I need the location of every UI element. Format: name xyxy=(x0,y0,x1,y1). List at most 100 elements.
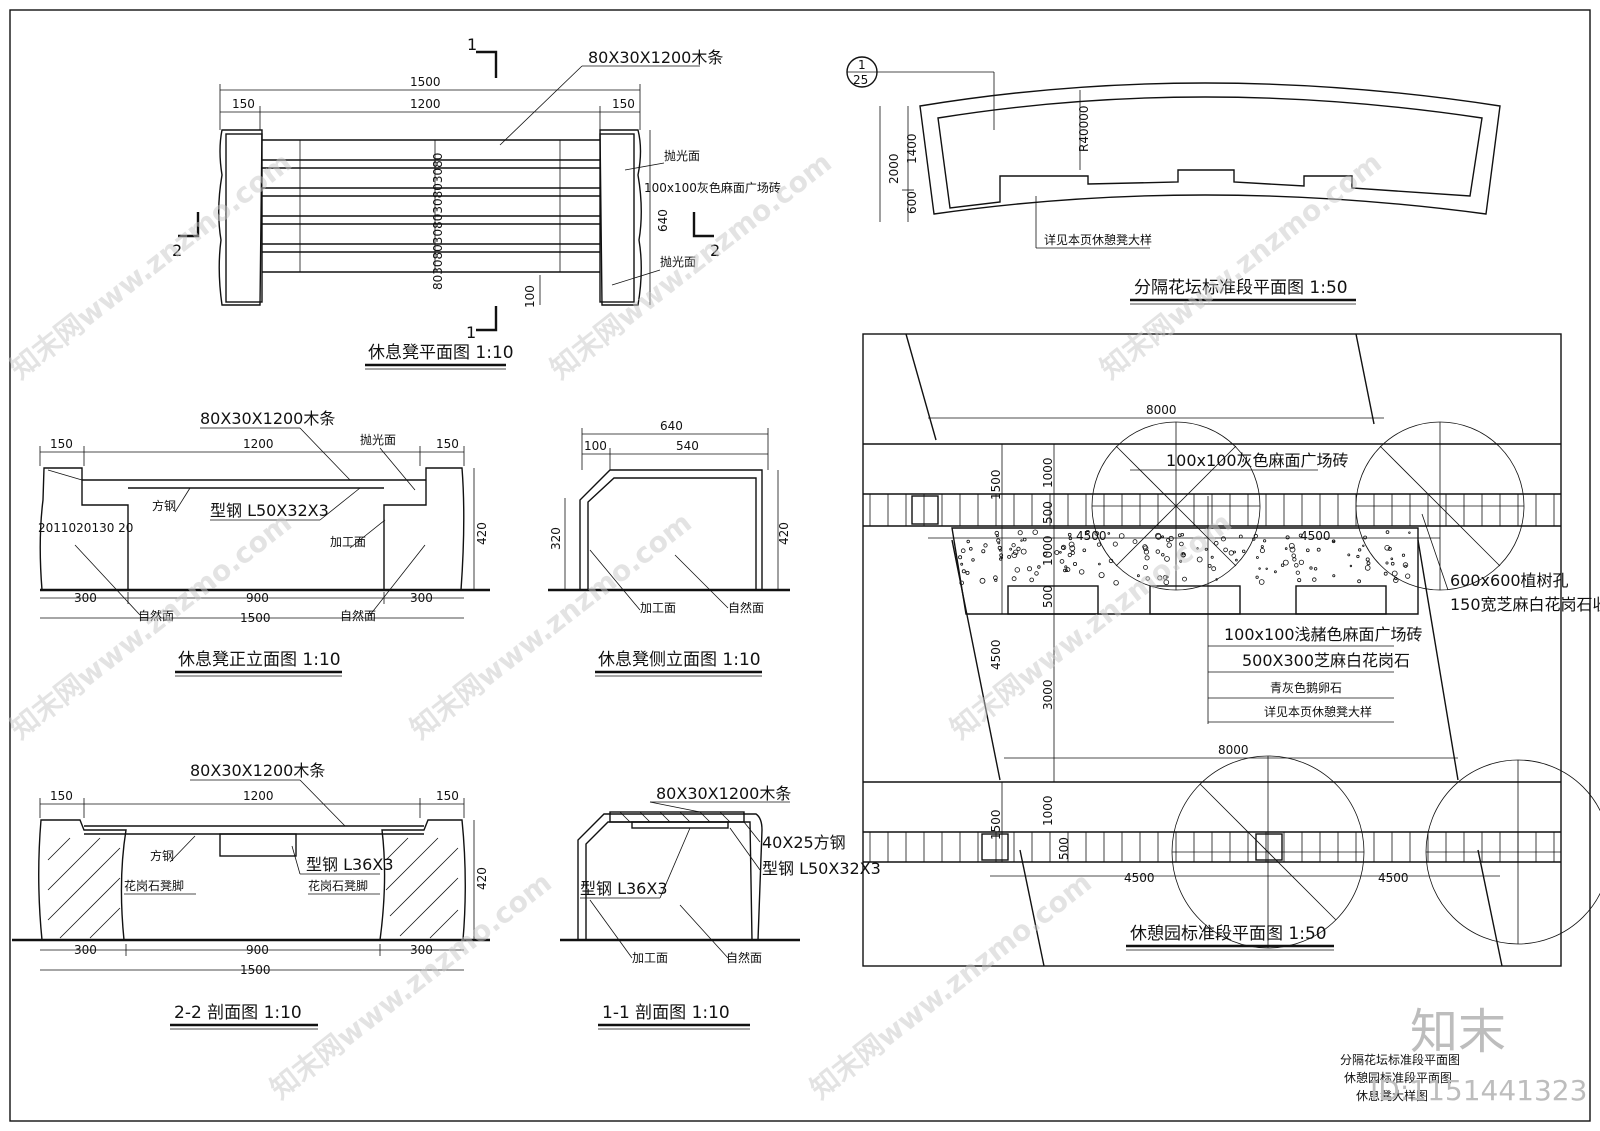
pebble xyxy=(1238,534,1243,539)
garden-dim-4500a: 4500 xyxy=(1076,529,1107,543)
pebble xyxy=(1177,533,1182,538)
pebble xyxy=(1356,554,1360,559)
garden-tree-pit: 600x600植树孔 xyxy=(1450,571,1569,590)
pebble xyxy=(1070,550,1075,556)
garden-dim-4500b: 4500 xyxy=(1300,529,1331,543)
pebble xyxy=(994,578,998,582)
garden-dim-4500v: 4500 xyxy=(989,639,1003,670)
pebble xyxy=(1284,547,1288,550)
s22-dim-1200: 1200 xyxy=(243,789,274,803)
s22-dim-1500: 1500 xyxy=(240,963,271,977)
s22-title: 2-2 剖面图 1:10 xyxy=(174,1003,302,1023)
s22-dim-300b: 300 xyxy=(410,943,433,957)
pebble xyxy=(1065,567,1071,572)
pebble xyxy=(1161,553,1165,557)
pebble xyxy=(1204,547,1208,551)
bench-plan-dim-mid: 1200 xyxy=(410,97,441,111)
front-angle-steel: 型钢 L50X32X3 xyxy=(210,501,329,520)
side-processed: 加工面 xyxy=(640,601,676,615)
garden-title: 休憩园标准段平面图 1:50 xyxy=(1130,924,1327,944)
watermark-text: 知末网www.znzmo.com xyxy=(804,866,1098,1106)
pebble xyxy=(1196,547,1199,550)
pebble xyxy=(1064,565,1068,569)
watermark-text: 知末网www.znzmo.com xyxy=(264,866,558,1106)
pebble xyxy=(1011,576,1017,582)
pebble xyxy=(960,562,964,566)
side-dim-100: 100 xyxy=(584,439,607,453)
section-1-1: 80X30X1200木条 40X25方钢 型钢 L50X32X3 型钢 L36X… xyxy=(560,784,881,1030)
pebble xyxy=(1165,575,1169,579)
bench-front-elevation: 150 1200 150 300 900 300 1500 420 201102… xyxy=(38,409,490,677)
front-slat-label: 80X30X1200木条 xyxy=(200,409,335,428)
s22-leg-right: 花岗石凳脚 xyxy=(308,878,368,893)
pebble xyxy=(1332,574,1336,578)
s22-square-steel: 方钢 xyxy=(150,848,174,863)
pebble xyxy=(971,558,975,562)
pebble xyxy=(1164,556,1170,562)
bench-plan-dim-total: 1500 xyxy=(410,75,441,89)
pebble xyxy=(1223,547,1228,553)
bench-plan-section-1-top: 1 xyxy=(467,35,477,54)
pebble xyxy=(1349,564,1353,568)
pebble xyxy=(1390,561,1395,566)
pebble xyxy=(1098,562,1101,566)
planter-title: 分隔花坛标准段平面图 1:50 xyxy=(1134,278,1348,298)
pebble xyxy=(1196,556,1203,563)
pebble xyxy=(1142,545,1149,551)
pebble xyxy=(1408,531,1411,534)
pebble xyxy=(1228,550,1234,556)
front-dim-1500: 1500 xyxy=(240,611,271,625)
garden-dim-3000: 3000 xyxy=(1041,679,1055,710)
s11-natural: 自然面 xyxy=(726,950,762,965)
garden-edge-ticks xyxy=(869,494,1555,862)
bench-plan-drawing: 1500 150 1200 150 1 1 2 2 80308030803080… xyxy=(172,35,781,370)
pebble xyxy=(1022,537,1027,542)
pebble xyxy=(1061,545,1065,550)
garden-dim-1000c: 1000 xyxy=(1041,795,1055,826)
planter-ref-bottom: 25 xyxy=(853,73,868,87)
pebble xyxy=(1313,567,1318,571)
pebble xyxy=(1241,549,1246,553)
pebble xyxy=(1073,562,1078,567)
pebble xyxy=(1233,550,1236,554)
front-dim-h420: 420 xyxy=(475,522,489,545)
garden-legend-2: 青灰色鹅卵石 xyxy=(1270,681,1342,695)
watermark-id: ID:1151441323 xyxy=(1370,1074,1587,1107)
front-polish: 抛光面 xyxy=(360,432,396,447)
pebble xyxy=(997,541,1001,545)
pebble xyxy=(1069,545,1076,552)
planter-plan: 1 25 R40000 2000 1400 600 详见本页休憩凳大样 分隔花坛… xyxy=(846,56,1501,305)
pebble xyxy=(1020,539,1023,542)
pebble xyxy=(1260,545,1264,549)
side-dim-h420: 420 xyxy=(777,522,791,545)
pebble xyxy=(1161,535,1164,538)
pebble xyxy=(1017,530,1023,536)
pebble xyxy=(1042,551,1048,556)
pebble xyxy=(1347,553,1351,557)
pebble xyxy=(1258,579,1265,585)
pebble xyxy=(1027,566,1033,572)
pebble xyxy=(1295,570,1300,575)
garden-plan: 8000 8000 1500 1000 500 1000 500 4500 30… xyxy=(862,333,1600,967)
pebble xyxy=(1390,557,1394,561)
garden-dim-500c: 500 xyxy=(1057,837,1071,860)
front-processed: 加工面 xyxy=(330,535,366,549)
s22-slat-label: 80X30X1200木条 xyxy=(190,761,325,780)
pebble xyxy=(1285,535,1290,540)
pebble xyxy=(1137,574,1140,578)
pebble xyxy=(1288,543,1295,549)
bench-plan-dim-right: 150 xyxy=(612,97,635,111)
front-dim-150b: 150 xyxy=(436,437,459,451)
s22-dim-150b: 150 xyxy=(436,789,459,803)
pebble xyxy=(1358,548,1362,552)
pebble xyxy=(1098,572,1105,579)
pebble xyxy=(1078,569,1085,575)
pebble xyxy=(1016,546,1021,552)
pebble xyxy=(1029,577,1034,583)
pebble xyxy=(1094,531,1100,536)
side-title: 休息凳侧立面图 1:10 xyxy=(598,650,761,670)
front-title: 休息凳正立面图 1:10 xyxy=(178,650,341,670)
pebble xyxy=(1259,548,1265,554)
s22-dim-150a: 150 xyxy=(50,789,73,803)
s22-leg-left: 花岗石凳脚 xyxy=(124,878,184,893)
